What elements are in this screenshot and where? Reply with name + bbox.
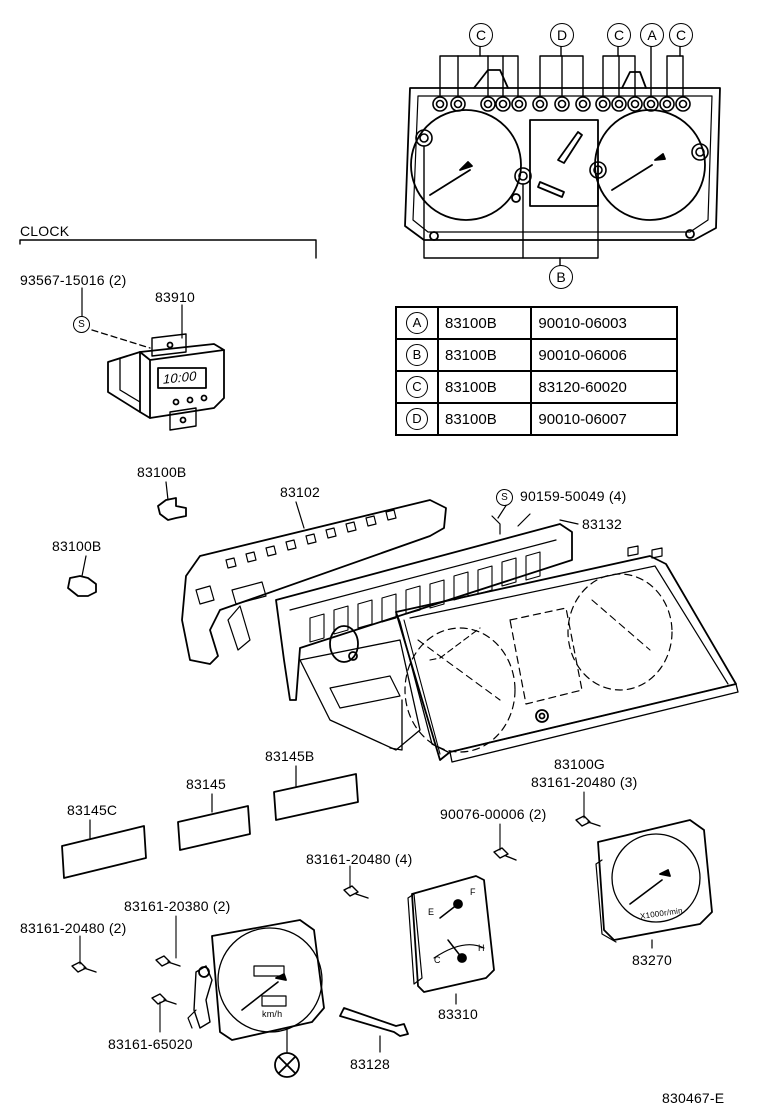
row-c-number: 83120-60020 (530, 370, 678, 404)
row-b-number: 90010-06006 (530, 338, 678, 372)
cluster-housing-assembly (181, 499, 739, 763)
bulb-83100b-a (157, 481, 187, 521)
fuel-e-mark: E (428, 907, 435, 917)
bulb-83100b-b (67, 555, 97, 597)
label-circuit: 83132 (582, 516, 622, 532)
reference-table: A 83100B 90010-06003 B 83100B 90010-0600… (395, 306, 678, 436)
callout-b: B (549, 265, 573, 289)
tachometer-83270 (595, 819, 713, 949)
row-a-part: 83100B (436, 306, 533, 340)
label-glass: 83100G (554, 756, 606, 772)
callout-c-2: C (607, 23, 631, 47)
key-d: D (406, 408, 428, 430)
label-bulb-a: 83100B (137, 464, 187, 480)
row-a-number: 90010-06003 (530, 306, 678, 340)
label-screw-d: 90076-00006 (2) (440, 806, 547, 822)
key-b: B (406, 344, 428, 366)
table-row: B 83100B 90010-06006 (395, 338, 678, 372)
callout-c-1: C (469, 23, 493, 47)
clock-section-graphics (19, 239, 317, 431)
temp-h-mark: H (478, 943, 485, 953)
table-row: C 83100B 83120-60020 (395, 370, 678, 404)
label-bulb-b: 83100B (52, 538, 102, 554)
screw-s-mark-top: S (496, 489, 513, 506)
fuel-temp-gauge-83310 (407, 875, 495, 1005)
speedo-unit: km/h (262, 1009, 283, 1019)
plate-83145b (273, 765, 359, 821)
clock-title: CLOCK (20, 223, 70, 239)
row-b-part: 83100B (436, 338, 533, 372)
callout-c-3: C (669, 23, 693, 47)
clock-screw-label: 93567-15016 (2) (20, 272, 127, 288)
plate-83145 (177, 793, 251, 851)
label-screw-c: 83161-20480 (3) (531, 774, 638, 790)
crosshead-symbol (274, 1027, 300, 1078)
callout-d: D (550, 23, 574, 47)
label-screw-top: 90159-50049 (4) (520, 488, 627, 504)
label-screw-g: 83161-20480 (2) (20, 920, 127, 936)
speedometer (187, 919, 325, 1041)
cluster-back-view (404, 45, 721, 266)
label-screw-h: 83161-65020 (108, 1036, 193, 1052)
table-row: D 83100B 90010-06007 (395, 402, 678, 436)
label-plate-b: 83145B (265, 748, 315, 764)
table-row: A 83100B 90010-06003 (395, 306, 678, 340)
cable-83128 (339, 1007, 409, 1053)
screw-s-mark-clock: S (73, 316, 90, 333)
small-screws (71, 791, 601, 1033)
label-plate-c: 83145C (67, 802, 118, 818)
key-a: A (406, 312, 428, 334)
diagram-code: 830467-E (662, 1090, 725, 1106)
clock-body (107, 333, 225, 431)
callout-leaders-top (423, 45, 684, 266)
plate-83145c (61, 819, 147, 879)
label-cable: 83128 (350, 1056, 390, 1072)
row-c-part: 83100B (436, 370, 533, 404)
fuel-f-mark: F (470, 887, 476, 897)
bulb-socket-row (415, 96, 709, 185)
label-screw-e: 83161-20480 (4) (306, 851, 413, 867)
clock-part-label: 83910 (155, 289, 195, 305)
row-d-number: 90010-06007 (530, 402, 678, 436)
key-c: C (406, 376, 428, 398)
label-tacho: 83270 (632, 952, 672, 968)
label-housing: 83102 (280, 484, 320, 500)
label-screw-f: 83161-20380 (2) (124, 898, 231, 914)
label-plate: 83145 (186, 776, 226, 792)
temp-c-mark: C (434, 955, 441, 965)
row-d-part: 83100B (436, 402, 533, 436)
callout-a: A (640, 23, 664, 47)
label-gauge: 83310 (438, 1006, 478, 1022)
